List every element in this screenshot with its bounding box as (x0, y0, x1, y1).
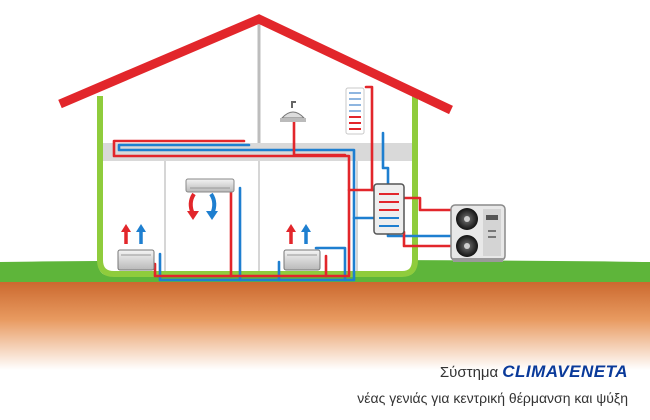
fan-coil-cool-arrow-head (301, 224, 311, 232)
fan-coil-warm-arrow-head (286, 224, 296, 232)
brand-logo: CLIMAVENETA (502, 362, 628, 381)
fan-coil-unit-icon (117, 249, 155, 271)
fan-coil-unit-icon (283, 249, 321, 271)
ac-warm-arrow-head (187, 211, 199, 220)
shower-head-icon (280, 101, 306, 122)
wall-air-conditioner-icon (185, 178, 235, 193)
fan-coil-cool-arrow-head (136, 224, 146, 232)
caption-prefix: Σύστημα (439, 364, 499, 381)
roof (58, 14, 453, 115)
heat-pump-outdoor-unit-icon (450, 204, 506, 262)
caption-line-2: νέας γενιάς για κεντρική θέρμανση και ψύ… (357, 390, 628, 406)
fan-coil-warm-arrow-head (121, 224, 131, 232)
towel-radiator-icon (345, 87, 365, 135)
ac-cool-arrow-head (206, 211, 218, 220)
soil (0, 278, 650, 370)
hot-water-tank-icon (373, 183, 405, 235)
house-walls (97, 96, 418, 277)
